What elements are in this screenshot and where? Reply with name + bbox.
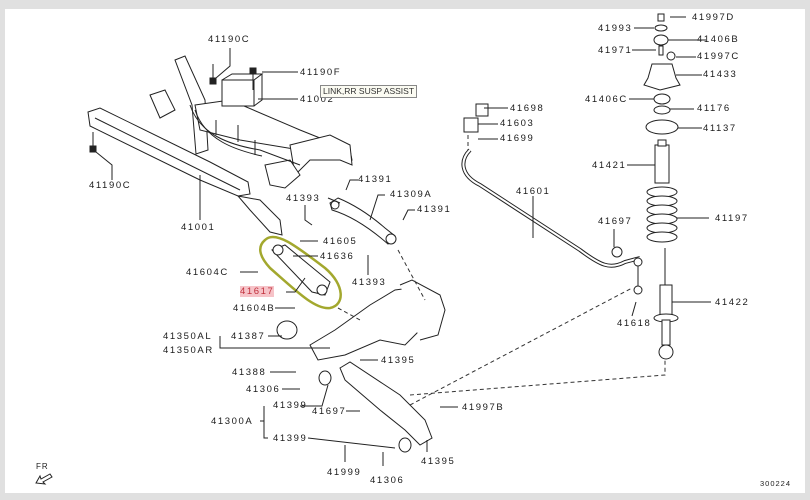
part-label-41197[interactable]: 41197 <box>715 213 749 224</box>
part-label-41993[interactable]: 41993 <box>598 23 633 34</box>
part-label-41997c[interactable]: 41997C <box>697 51 740 62</box>
part-label-41350ar[interactable]: 41350AR <box>163 345 214 356</box>
crossmember-drawing <box>87 55 353 236</box>
part-label-41406c[interactable]: 41406C <box>585 94 628 105</box>
bolt-icons <box>89 64 257 153</box>
part-label-41618[interactable]: 41618 <box>617 318 652 329</box>
part-label-41997b[interactable]: 41997B <box>462 402 505 413</box>
part-label-41433[interactable]: 41433 <box>703 69 738 80</box>
part-label-41306-a[interactable]: 41306 <box>246 384 281 395</box>
part-label-41137[interactable]: 41137 <box>703 123 737 134</box>
part-label-41393-a[interactable]: 41393 <box>286 193 321 204</box>
part-label-41399-a[interactable]: 41399 <box>273 400 308 411</box>
part-label-41391-a[interactable]: 41391 <box>358 174 393 185</box>
part-label-41387[interactable]: 41387 <box>231 331 266 342</box>
knuckle-drawing <box>309 287 421 361</box>
lower-arm-drawing <box>339 361 433 446</box>
part-label-41001[interactable]: 41001 <box>181 222 216 233</box>
drawing-code: 300224 <box>760 479 792 488</box>
part-label-41190c-top[interactable]: 41190C <box>208 34 251 45</box>
leader-lines <box>95 16 711 466</box>
part-label-41697-b[interactable]: 41697 <box>598 216 633 227</box>
part-label-41617-selected[interactable]: 41617 <box>240 286 275 297</box>
part-label-41306-b[interactable]: 41306 <box>370 475 405 486</box>
strut-stack-drawing <box>643 13 681 360</box>
part-label-41395-b[interactable]: 41395 <box>421 456 456 467</box>
selection-outline <box>259 235 342 310</box>
part-label-41636[interactable]: 41636 <box>320 251 355 262</box>
link-41617-drawing <box>271 244 331 296</box>
part-label-41601[interactable]: 41601 <box>516 186 551 197</box>
part-label-41697-a[interactable]: 41697 <box>312 406 347 417</box>
part-label-41999[interactable]: 41999 <box>327 467 362 478</box>
part-label-41406b[interactable]: 41406B <box>697 34 740 45</box>
part-label-41997d[interactable]: 41997D <box>692 12 735 23</box>
front-orientation-label: FR <box>36 462 49 471</box>
part-label-41391-b[interactable]: 41391 <box>417 204 452 215</box>
part-label-41309a[interactable]: 41309A <box>390 189 433 200</box>
part-label-41399-b[interactable]: 41399 <box>273 433 308 444</box>
part-label-41395-a[interactable]: 41395 <box>381 355 416 366</box>
part-label-41422[interactable]: 41422 <box>715 297 750 308</box>
part-label-41190c-left[interactable]: 41190C <box>89 180 132 191</box>
part-label-41002[interactable]: 41002 <box>300 94 335 105</box>
part-label-41300a[interactable]: 41300A <box>211 416 254 427</box>
part-label-41603[interactable]: 41603 <box>500 118 535 129</box>
front-arrow-icon <box>35 473 53 485</box>
part-label-41190f[interactable]: 41190F <box>300 67 342 78</box>
part-label-41971[interactable]: 41971 <box>598 45 633 56</box>
part-label-41421[interactable]: 41421 <box>592 160 627 171</box>
assembly-dash-lines <box>337 135 666 406</box>
part-label-41176[interactable]: 41176 <box>697 103 731 114</box>
part-label-41388[interactable]: 41388 <box>232 367 267 378</box>
part-tooltip: LINK,RR SUSP ASSIST <box>320 85 418 98</box>
part-label-41604c[interactable]: 41604C <box>186 267 229 278</box>
part-label-41698[interactable]: 41698 <box>510 103 545 114</box>
part-label-41699[interactable]: 41699 <box>500 133 535 144</box>
part-label-41604b[interactable]: 41604B <box>233 303 276 314</box>
part-label-41393-b[interactable]: 41393 <box>352 277 387 288</box>
part-label-41605[interactable]: 41605 <box>323 236 358 247</box>
part-label-41350al[interactable]: 41350AL <box>163 331 213 342</box>
